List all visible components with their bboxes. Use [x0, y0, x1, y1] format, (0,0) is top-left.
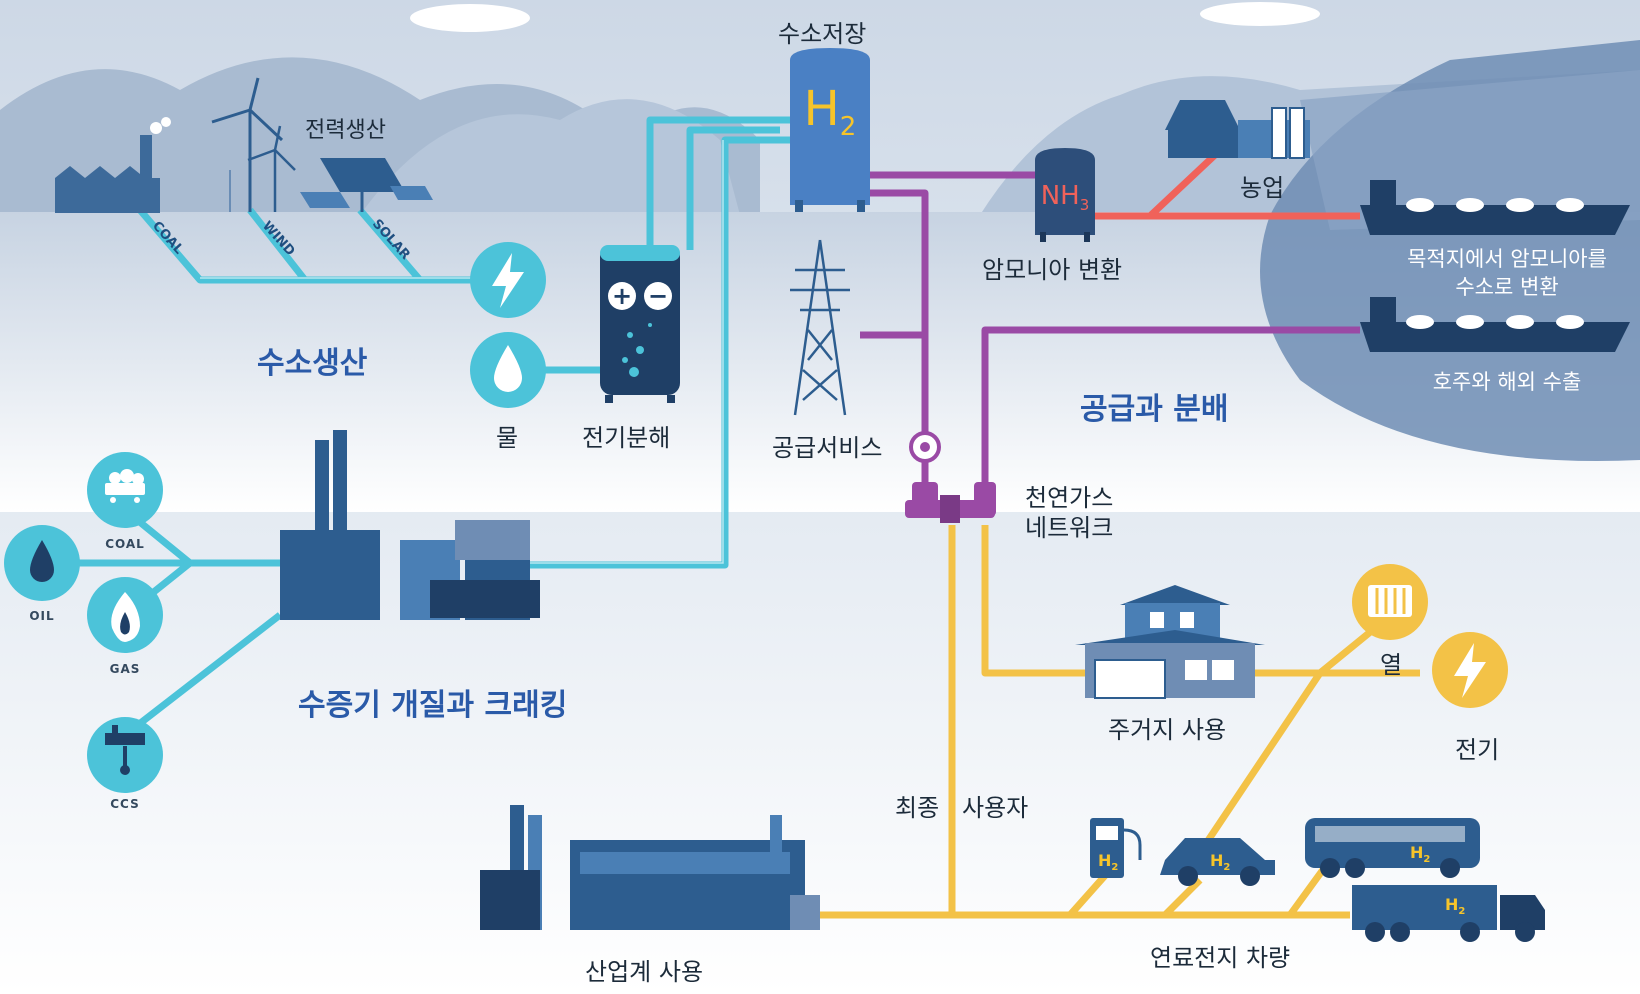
lightning-bolt-icon — [1454, 643, 1486, 698]
coal-source: COAL — [87, 452, 163, 551]
reforming-heading: 수증기 개질과 크래킹 — [298, 688, 568, 723]
ccs-source: CCS — [87, 717, 163, 811]
water-node — [470, 332, 546, 408]
gas-valve — [905, 431, 996, 523]
gas-network-line-1: 천연가스 — [1025, 484, 1114, 512]
production-heading: 수소생산 — [257, 346, 368, 381]
purple-pipes — [860, 171, 1360, 490]
cyan-pipe-highlight — [200, 140, 724, 564]
destination-conversion-line-1: 목적지에서 암모니아를 — [1407, 247, 1607, 271]
oil-drop-icon — [30, 540, 54, 582]
export-ship-top — [1360, 180, 1630, 235]
hydrogen-storage-tank: H2 — [790, 48, 870, 212]
truck-h2-label: H2 — [1445, 895, 1465, 917]
electrolyzer: + − — [600, 245, 680, 403]
oil-source: OIL — [4, 525, 80, 623]
h2-fuel-pump — [1090, 818, 1142, 878]
end-user-label-1: 최종 — [895, 794, 940, 822]
destination-conversion-line-2: 수소로 변환 — [1455, 275, 1559, 299]
agriculture-label: 농업 — [1240, 174, 1285, 202]
gas-source-label: GAS — [110, 662, 141, 676]
yellow-pipes — [820, 525, 1420, 919]
coal-cart-icon — [105, 469, 145, 503]
oil-source-label: OIL — [29, 609, 54, 623]
electricity-label: 전기 — [1455, 736, 1500, 764]
farm-buildings — [1165, 100, 1310, 159]
coal-power-plant — [55, 117, 171, 213]
electricity-node — [1432, 632, 1508, 708]
end-user-label-2: 사용자 — [962, 794, 1029, 822]
gas-network-label: 천연가스 네트워크 — [1025, 483, 1113, 543]
fuel-cell-car — [1160, 838, 1275, 886]
supply-service-label: 공급서비스 — [772, 434, 883, 462]
transmission-tower — [790, 239, 850, 416]
pump-h2-label: H2 — [1098, 851, 1118, 873]
clouds — [410, 2, 1320, 32]
power-node — [470, 242, 546, 318]
lightning-bolt-icon — [492, 253, 524, 308]
bubbles — [622, 323, 652, 377]
cathode-symbol: − — [648, 282, 668, 310]
storage-label: 수소저장 — [778, 20, 867, 48]
fuel-cell-truck — [1352, 885, 1545, 942]
car-h2-label: H2 — [1210, 851, 1230, 873]
water-label: 물 — [496, 424, 519, 452]
bus-h2-label: H2 — [1410, 843, 1430, 865]
mountain-left-front — [360, 99, 740, 215]
coal-source-label: COAL — [105, 537, 145, 551]
heat-node — [1352, 564, 1428, 640]
export-label: 호주와 해외 수출 — [1432, 370, 1582, 394]
supply-distribution-heading: 공급과 분배 — [1080, 392, 1229, 427]
ccs-source-label: CCS — [110, 797, 139, 811]
nh3-symbol: NH3 — [1041, 181, 1090, 214]
fuel-cell-bus — [1305, 818, 1480, 878]
power-generation-label: 전력생산 — [305, 118, 386, 143]
industrial-use-label: 산업계 사용 — [585, 958, 704, 986]
factory-storage-icon — [105, 725, 145, 775]
ammonia-conversion-label: 암모니아 변환 — [982, 256, 1123, 284]
destination-conversion-label: 목적지에서 암모니아를 수소로 변환 — [1392, 245, 1622, 301]
cyan-pipes — [40, 116, 800, 738]
electrolysis-label: 전기분해 — [582, 424, 671, 452]
fuel-cell-vehicles-label: 연료전지 차량 — [1150, 944, 1291, 972]
radiator-icon — [1368, 585, 1412, 617]
industrial-plant — [480, 805, 820, 930]
gas-network-line-2: 네트워크 — [1025, 514, 1114, 542]
refinery-plant — [280, 430, 540, 620]
red-pipes — [1095, 152, 1360, 220]
solar-panels — [300, 158, 433, 212]
anode-symbol: + — [612, 282, 632, 310]
residential-label: 주거지 사용 — [1108, 716, 1227, 744]
gas-source: GAS — [87, 577, 163, 676]
residential-house — [1075, 585, 1265, 699]
wind-turbines — [211, 77, 296, 212]
export-ship-bottom — [1360, 297, 1630, 352]
ammonia-tank: NH3 — [1035, 148, 1095, 242]
h2-symbol: H2 — [804, 81, 857, 142]
heat-label: 열 — [1380, 651, 1403, 679]
water-drop-icon — [494, 345, 522, 392]
